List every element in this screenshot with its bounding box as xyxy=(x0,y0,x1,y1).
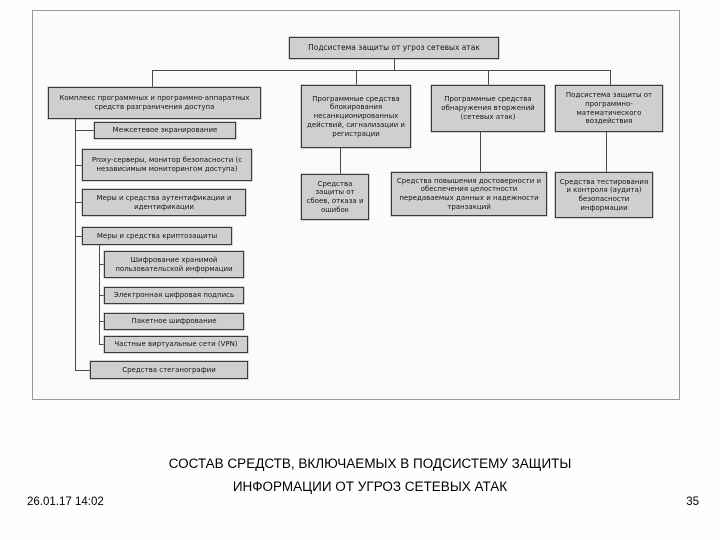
diagram-node-access-complex: Комплекс программных и программно-аппара… xyxy=(48,87,261,119)
connector-stub-steganography xyxy=(75,370,90,371)
connector-drop-failure xyxy=(340,148,341,174)
connector-drop-access xyxy=(152,70,153,87)
diagram-node-crypto: Меры и средства криптозащиты xyxy=(82,227,232,245)
slide-caption-line2: ИНФОРМАЦИИ ОТ УГРОЗ СЕТЕВЫХ АТАК xyxy=(232,479,508,494)
diagram-node-digital-signature: Электронная цифровая подпись xyxy=(104,287,244,304)
connector-stub-firewall xyxy=(75,130,94,131)
connector-stub-packet-encryption xyxy=(99,321,104,322)
connector-stub-proxy xyxy=(75,165,82,166)
diagram-node-stored-encryption: Шифрование хранимой пользовательской инф… xyxy=(104,251,244,278)
footer-datetime: 26.01.17 14:02 xyxy=(27,496,104,508)
diagram-node-steganography: Средства стеганографии xyxy=(90,361,248,379)
diagram-node-intrusion-detection: Программные средства обнаружения вторжен… xyxy=(431,85,545,132)
connector-stub-digital-signature xyxy=(99,295,104,296)
diagram-node-root: Подсистема защиты от угроз сетевых атак xyxy=(289,37,499,59)
connector-drop-intrusion xyxy=(488,70,489,85)
diagram-node-vpn: Частные виртуальные сети (VPN) xyxy=(104,336,248,353)
connector-stub-stored-encryption xyxy=(99,264,104,265)
diagram-node-data-integrity: Средства повышения достоверности и обесп… xyxy=(391,172,547,216)
diagram-node-firewall: Межсетевое экранирование xyxy=(94,122,236,139)
diagram-node-proxy: Proxy-серверы, монитор безопасности (с н… xyxy=(82,149,252,181)
connector-root-drop xyxy=(394,59,395,70)
diagram-node-authentication: Меры и средства аутентификации и идентиф… xyxy=(82,189,246,216)
connector-stub-vpn xyxy=(99,344,104,345)
connector-drop-integrity xyxy=(480,132,481,172)
connector-drop-blocking xyxy=(356,70,357,85)
connector-stub-authentication xyxy=(75,202,82,203)
connector-distribution xyxy=(152,70,610,71)
connector-left-trunk xyxy=(75,119,76,370)
diagram-node-blocking-software: Программные средства блокирования несанк… xyxy=(301,85,411,148)
diagram-node-packet-encryption: Пакетное шифрование xyxy=(104,313,244,330)
slide-caption-line1: СОСТАВ СРЕДСТВ, ВКЛЮЧАЕМЫХ В ПОДСИСТЕМУ … xyxy=(168,456,572,471)
connector-drop-testing xyxy=(606,132,607,172)
scanned-diagram: Подсистема защиты от угроз сетевых атак … xyxy=(32,10,680,400)
connector-drop-malware xyxy=(610,70,611,85)
connector-stub-crypto xyxy=(75,236,82,237)
footer-page-number: 35 xyxy=(686,496,699,508)
diagram-node-malware-protection: Подсистема защиты от программно-математи… xyxy=(555,85,663,132)
diagram-node-failure-protection: Средства защиты от сбоев, отказа и ошибо… xyxy=(301,174,369,220)
slide-caption: СОСТАВ СРЕДСТВ, ВКЛЮЧАЕМЫХ В ПОДСИСТЕМУ … xyxy=(90,452,650,498)
diagram-node-security-testing: Средства тестирования и контроля (аудита… xyxy=(555,172,653,218)
connector-crypto-trunk xyxy=(99,245,100,344)
